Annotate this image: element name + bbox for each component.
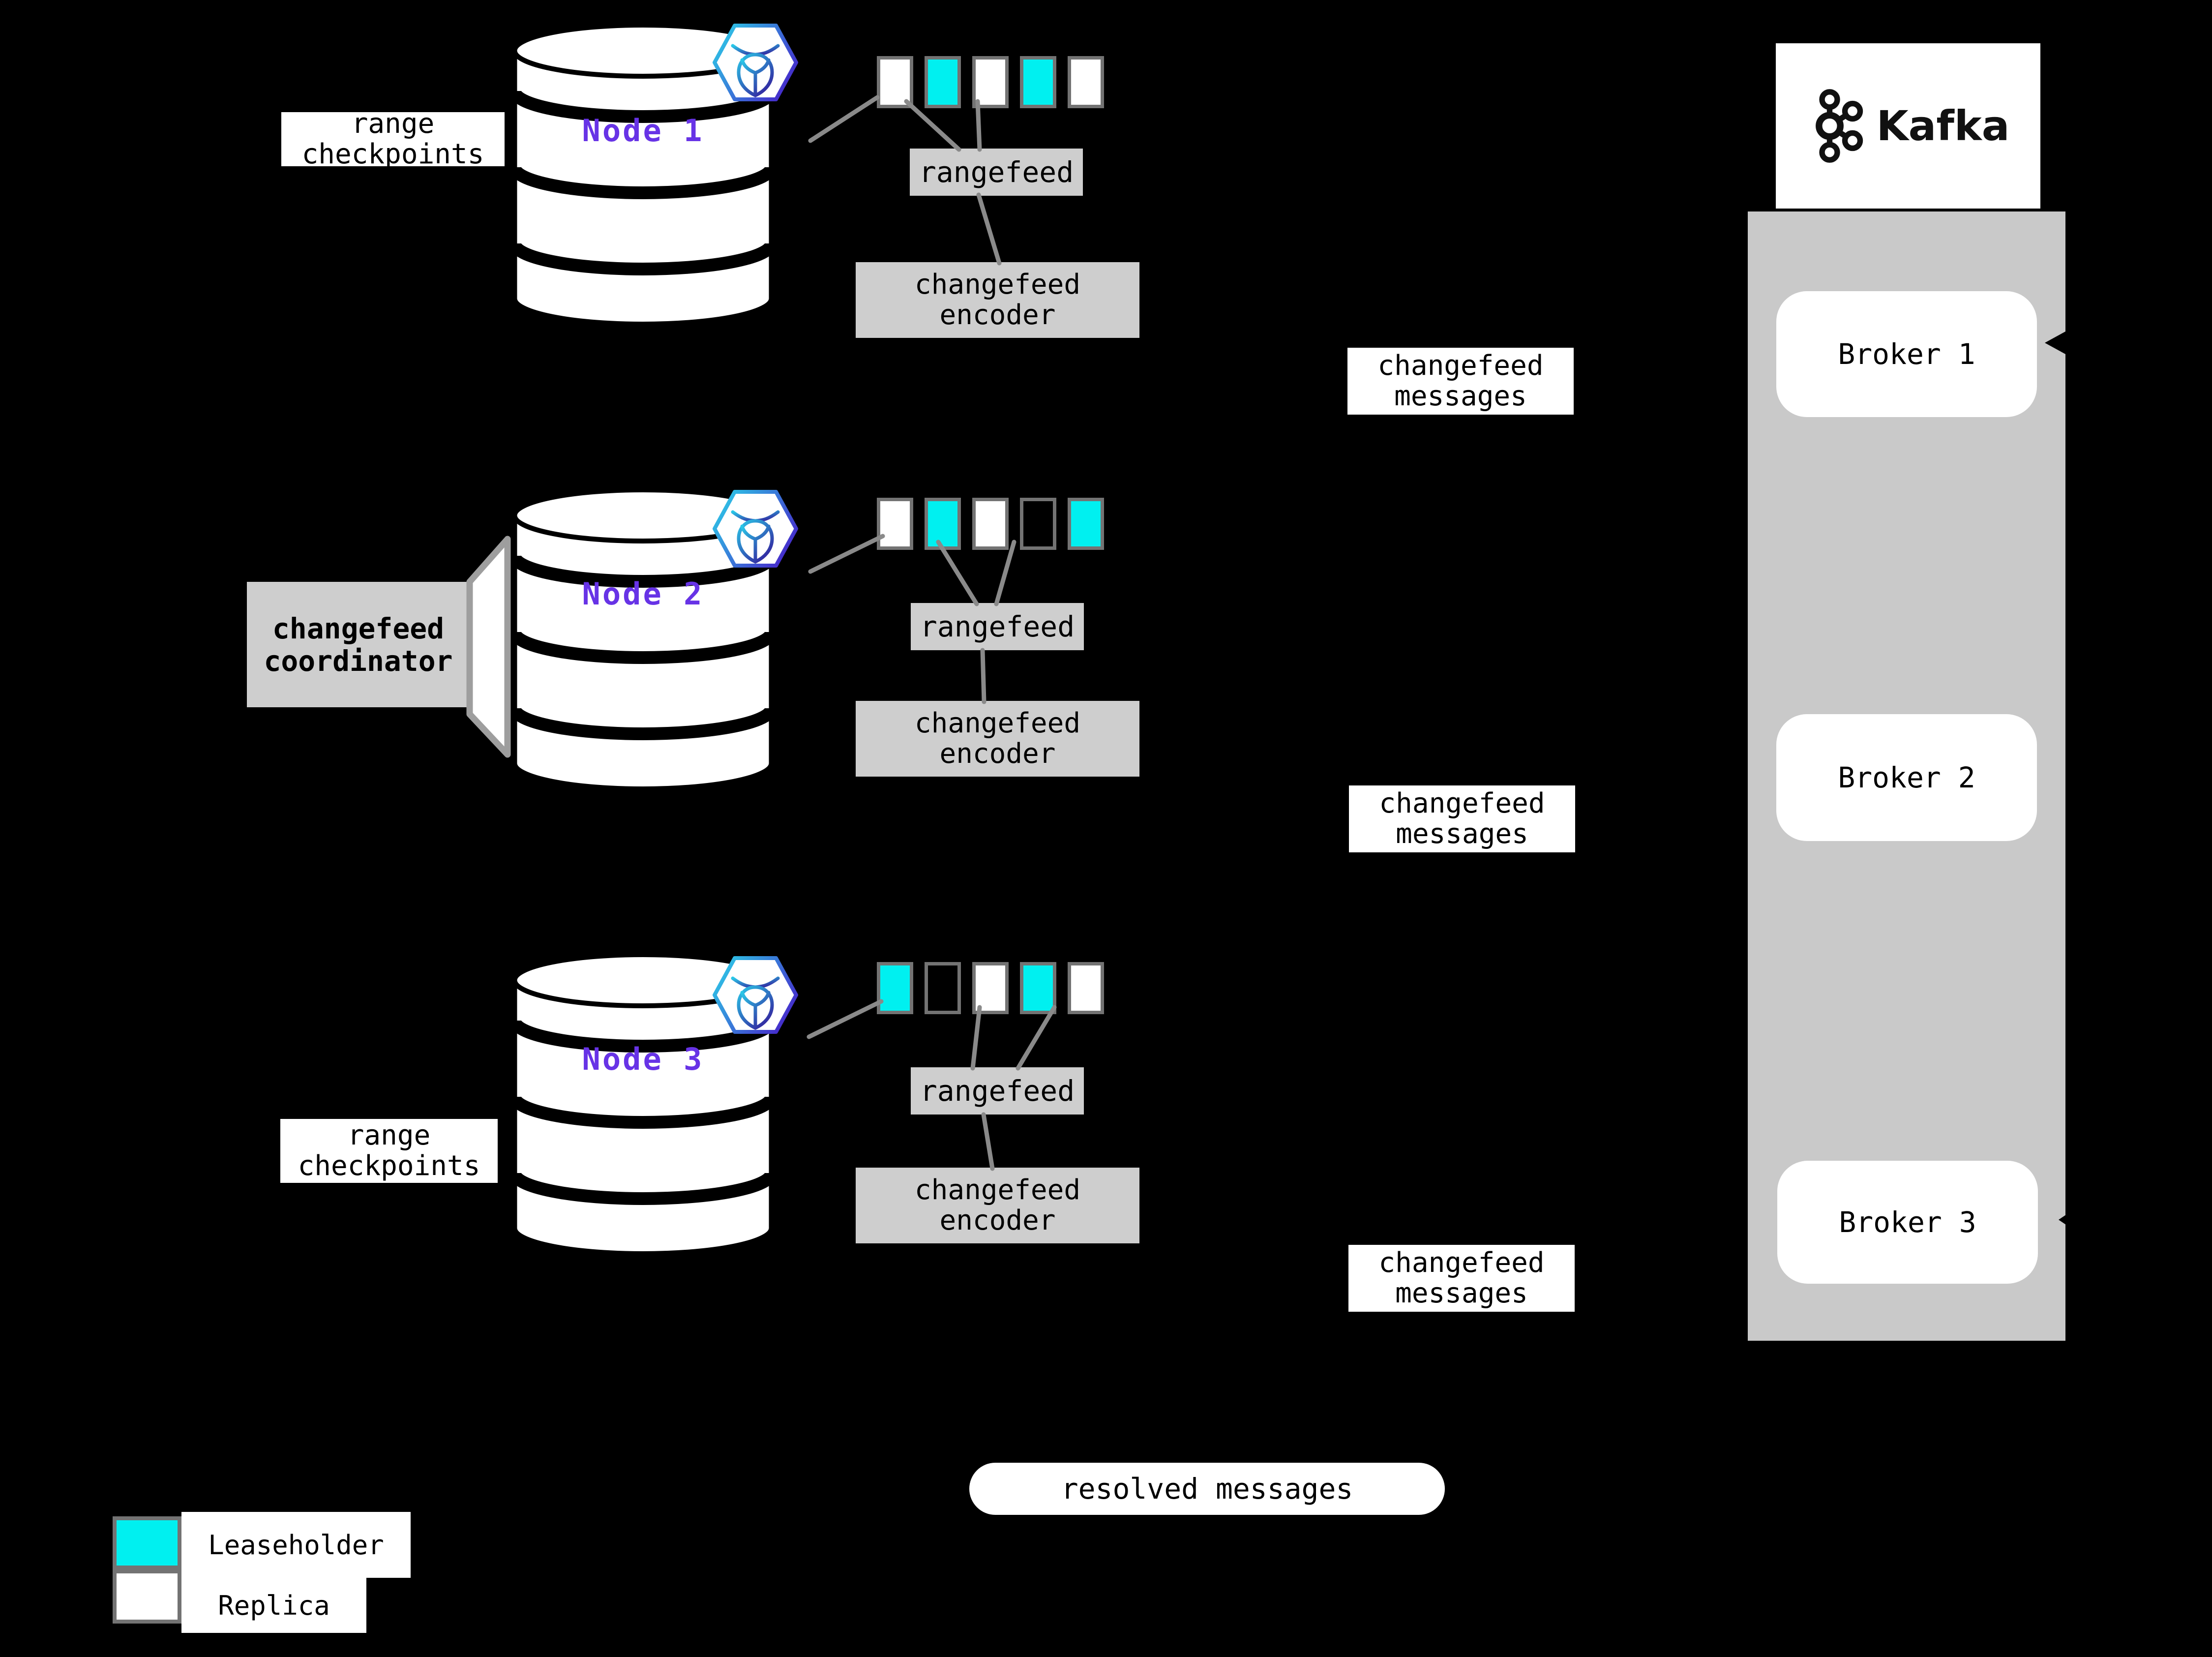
range-square-leaseholder xyxy=(925,498,961,550)
changefeed-encoder-label: changefeed encoder xyxy=(914,707,1081,770)
node-3-range-squares xyxy=(877,962,1104,1014)
range-checkpoints-label-top: range checkpoints xyxy=(281,109,505,170)
range-square-replica xyxy=(877,498,913,550)
changefeed-messages-text: changefeed messages xyxy=(1379,787,1545,850)
changefeed-messages-label-2: changefeed messages xyxy=(1349,785,1575,852)
kafka-logo-box: Kafka xyxy=(1776,43,2040,209)
broker-label: Broker 1 xyxy=(1838,337,1975,371)
resolved-messages-text: resolved messages xyxy=(1061,1472,1353,1506)
changefeed-encoder-label: changefeed encoder xyxy=(914,1174,1081,1236)
node-2-label: Node 2 xyxy=(582,575,704,612)
range-square-replica xyxy=(1068,56,1104,108)
coordinator-flag-shape xyxy=(466,536,511,758)
range-checkpoints-label-bottom: range checkpoints xyxy=(280,1119,498,1183)
range-square-replica xyxy=(877,56,913,108)
rangefeed-box-node-1: rangefeed xyxy=(910,149,1083,196)
changefeed-encoder-box-node-1: changefeed encoder xyxy=(856,262,1139,338)
changefeed-messages-label-3: changefeed messages xyxy=(1348,1245,1575,1312)
legend-replica-label: Replica xyxy=(181,1578,366,1633)
broker-1-box: Broker 1 xyxy=(1776,291,2037,417)
rangefeed-box-node-2: rangefeed xyxy=(911,603,1084,650)
range-checkpoints-text: range checkpoints xyxy=(301,108,484,170)
legend-label-text: Replica xyxy=(218,1590,330,1621)
changefeed-messages-label-1: changefeed messages xyxy=(1347,348,1574,415)
node-1-range-squares xyxy=(877,56,1104,108)
range-square-leaseholder xyxy=(1068,498,1104,550)
range-square-replica xyxy=(972,962,1009,1014)
rangefeed-label: rangefeed xyxy=(919,155,1074,189)
cockroachdb-hexagon-icon xyxy=(712,956,799,1034)
legend-leaseholder-swatch xyxy=(113,1516,181,1569)
broker-3-box: Broker 3 xyxy=(1777,1161,2038,1284)
range-square-leaseholder xyxy=(877,962,913,1014)
legend-leaseholder-label: Leaseholder xyxy=(181,1512,411,1578)
range-square-empty xyxy=(925,962,961,1014)
cockroachdb-hexagon-icon xyxy=(712,489,799,568)
range-square-replica xyxy=(972,498,1009,550)
cockroachdb-hexagon-icon xyxy=(712,23,799,102)
rangefeed-label: rangefeed xyxy=(920,1074,1075,1108)
changefeed-encoder-label: changefeed encoder xyxy=(914,269,1081,331)
kafka-title: Kafka xyxy=(1876,102,2010,150)
changefeed-coordinator-label: changefeed coordinator xyxy=(264,611,453,678)
broker-label: Broker 3 xyxy=(1839,1205,1976,1239)
range-square-leaseholder xyxy=(1020,56,1056,108)
changefeed-messages-text: changefeed messages xyxy=(1377,350,1544,412)
changefeed-encoder-box-node-3: changefeed encoder xyxy=(856,1168,1139,1243)
node-2-range-squares xyxy=(877,498,1104,550)
range-checkpoints-text: range checkpoints xyxy=(298,1119,480,1182)
changefeed-coordinator-box: changefeed coordinator xyxy=(247,582,470,707)
resolved-messages-pill: resolved messages xyxy=(969,1463,1445,1515)
changefeed-messages-text: changefeed messages xyxy=(1378,1247,1545,1309)
kafka-logo-icon xyxy=(1815,89,1863,163)
range-square-leaseholder xyxy=(925,56,961,108)
legend-label-text: Leaseholder xyxy=(208,1529,384,1561)
broker-2-box: Broker 2 xyxy=(1776,714,2037,841)
changefeed-encoder-box-node-2: changefeed encoder xyxy=(856,701,1139,777)
legend-replica-swatch xyxy=(113,1569,181,1624)
range-square-leaseholder xyxy=(1020,962,1056,1014)
rangefeed-box-node-3: rangefeed xyxy=(911,1067,1084,1115)
range-square-replica xyxy=(1068,962,1104,1014)
node-3-label: Node 3 xyxy=(582,1041,704,1077)
broker-label: Broker 2 xyxy=(1838,761,1975,794)
rangefeed-label: rangefeed xyxy=(920,610,1075,643)
range-square-replica xyxy=(972,56,1009,108)
range-square-empty xyxy=(1020,498,1056,550)
node-1-label: Node 1 xyxy=(582,112,704,149)
